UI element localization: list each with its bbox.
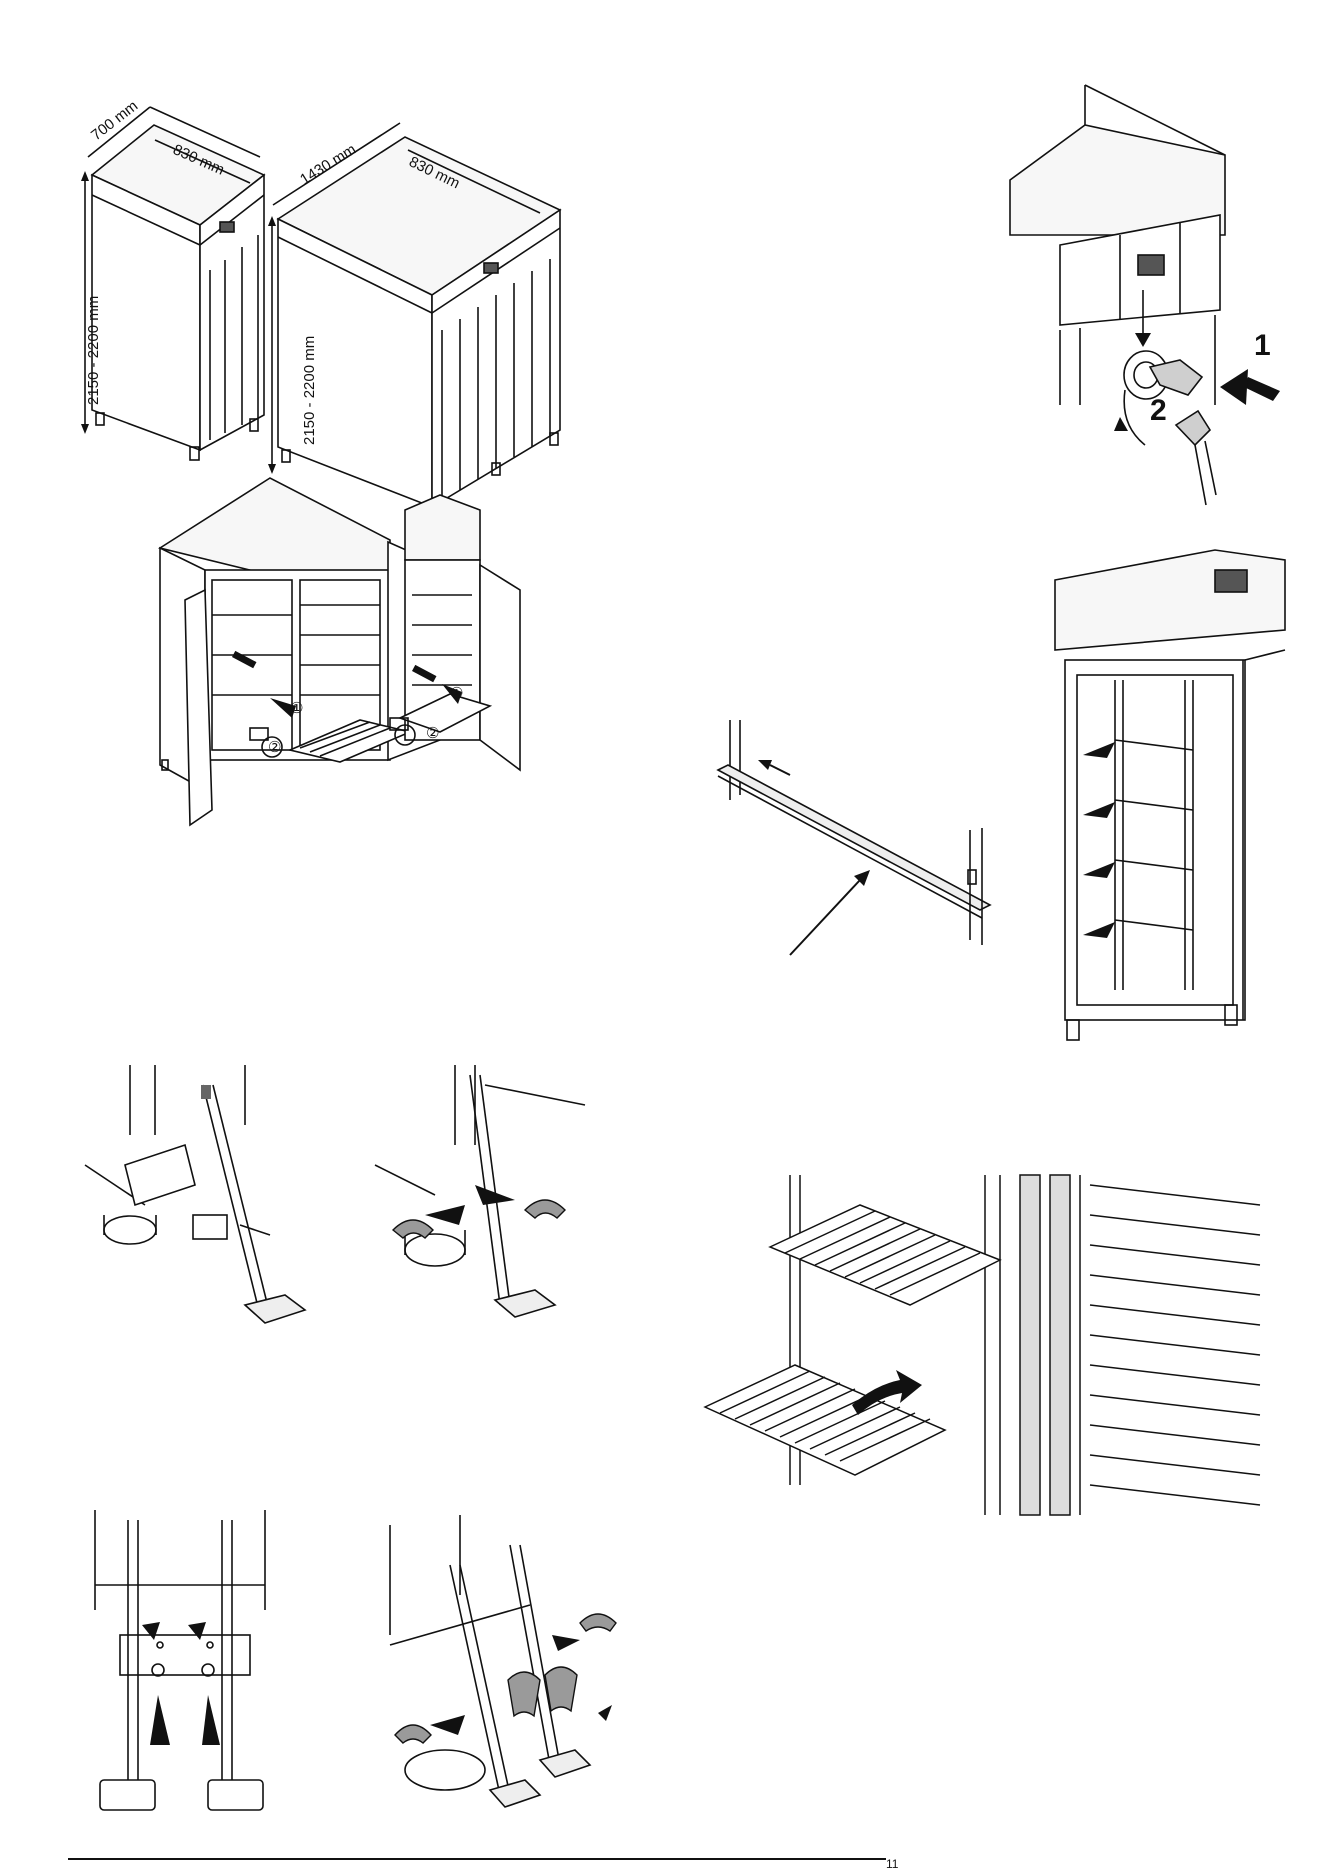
figure-dimensions: 700 mm 830 mm 2150 - 2200 mm 1430 mm 830… bbox=[60, 95, 580, 525]
footer-rule bbox=[68, 1858, 886, 1860]
double-height-label: 2150 - 2200 mm bbox=[301, 336, 318, 445]
pedal-mount-1-illustration bbox=[85, 1065, 315, 1315]
left-step-1-marker: ① bbox=[290, 699, 303, 717]
pedal-grip-icon bbox=[201, 1085, 211, 1099]
figure-double-pedal-perspective bbox=[390, 1515, 620, 1815]
arrow-icon bbox=[425, 1185, 515, 1225]
figure-double-pedal-front bbox=[90, 1510, 290, 1810]
single-height-label: 2150 - 2200 mm bbox=[85, 296, 102, 405]
key-icon bbox=[1150, 360, 1216, 505]
step-1-label: 1 bbox=[1254, 329, 1271, 362]
figure-rail-insertion bbox=[700, 720, 1000, 960]
cabinet-rails-illustration bbox=[1045, 550, 1285, 1090]
step-2-label: 2 bbox=[1150, 394, 1167, 427]
dimensions-illustration: 700 mm 830 mm 2150 - 2200 mm 1430 mm 830… bbox=[60, 95, 580, 525]
lock-key-illustration: 1 2 bbox=[1010, 85, 1280, 520]
lock-icon bbox=[1138, 255, 1164, 275]
figure-lock-key: 1 2 bbox=[1010, 85, 1280, 520]
figure-open-cabinets: ① ② ① ② bbox=[150, 470, 630, 850]
figure-pedal-clips bbox=[375, 1065, 615, 1315]
shelf-insertion-illustration bbox=[700, 1175, 1260, 1520]
figure-cabinet-rails bbox=[1045, 550, 1285, 1090]
pedal-clips-illustration bbox=[375, 1065, 615, 1315]
open-cabinets-illustration: ① ② ① ② bbox=[150, 470, 630, 850]
rail-insertion-illustration bbox=[700, 720, 1000, 960]
double-pedal-front-illustration bbox=[90, 1510, 290, 1810]
right-step-2-marker: ② bbox=[426, 724, 439, 742]
page-number: 11 bbox=[886, 1858, 914, 1872]
double-pedal-perspective-illustration bbox=[390, 1515, 620, 1815]
figure-pedal-mount-1 bbox=[85, 1065, 315, 1315]
right-step-1-marker: ① bbox=[450, 684, 463, 702]
left-step-2-marker: ② bbox=[268, 738, 281, 756]
figure-shelf-insertion bbox=[700, 1175, 1260, 1520]
